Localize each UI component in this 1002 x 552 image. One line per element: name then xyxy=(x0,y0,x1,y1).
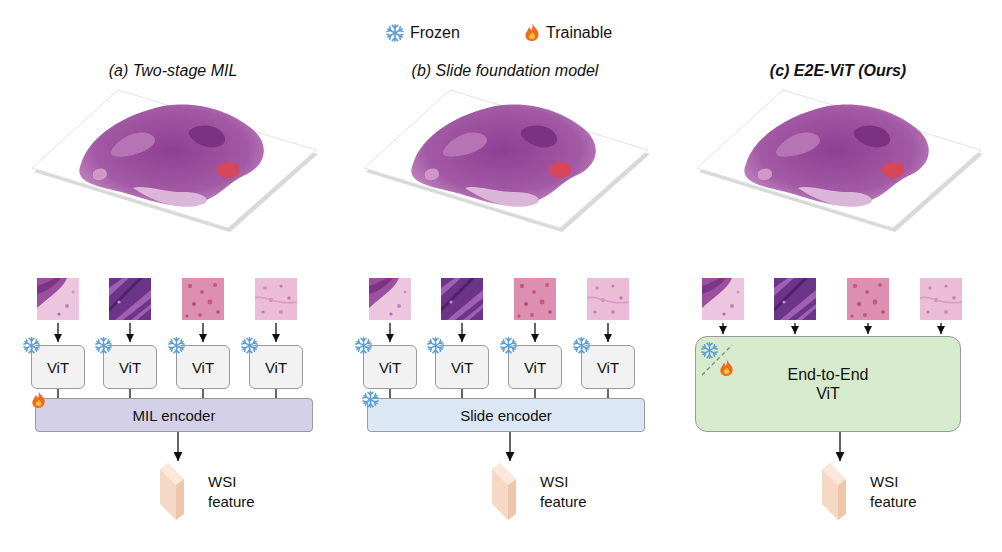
panel-title: (b) Slide foundation model xyxy=(412,62,599,80)
slide-encoder-box: Slide encoder xyxy=(367,398,645,432)
wsi-feature: WSI feature xyxy=(158,463,272,521)
patch-image xyxy=(774,278,816,320)
node-label: MIL encoder xyxy=(133,406,216,425)
frozen-icon xyxy=(701,342,718,359)
patch-image xyxy=(441,278,483,320)
legend-text: Frozen xyxy=(410,24,460,42)
vit-box: ViT xyxy=(249,345,303,389)
connector xyxy=(534,389,535,398)
node-label: ViT xyxy=(379,358,401,377)
patch-image xyxy=(847,278,889,320)
trainable-icon xyxy=(523,23,541,41)
node-label: Slide encoder xyxy=(460,406,552,425)
node-label: WSI feature xyxy=(540,472,604,512)
patch-image xyxy=(587,278,629,320)
node-label: ViT xyxy=(47,358,69,377)
patch-image xyxy=(182,278,224,320)
node-label: ViT xyxy=(192,358,214,377)
frozen-icon xyxy=(241,337,258,354)
frozen-icon xyxy=(168,337,185,354)
connector xyxy=(202,389,203,398)
frozen-icon xyxy=(362,391,379,408)
patch-image xyxy=(514,278,556,320)
connector xyxy=(57,389,58,398)
frozen-icon xyxy=(573,337,590,354)
legend-text: Trainable xyxy=(546,24,612,42)
frozen-icon xyxy=(23,337,40,354)
vit-box: ViT xyxy=(363,345,417,389)
node-label: WSI feature xyxy=(870,472,934,512)
mil-encoder-box: MIL encoder xyxy=(35,398,313,432)
frozen-icon xyxy=(355,337,372,354)
vit-box: ViT xyxy=(581,345,635,389)
connector xyxy=(509,432,510,461)
feature-icon xyxy=(158,463,186,521)
patch-image xyxy=(369,278,411,320)
wsi-feature: WSI feature xyxy=(820,463,934,521)
vit-box: ViT xyxy=(508,345,562,389)
node-label: WSI feature xyxy=(208,472,272,512)
panel-title: (a) Two-stage MIL xyxy=(109,62,238,80)
patch-image xyxy=(37,278,79,320)
node-label: End-to-End ViT xyxy=(778,365,878,403)
wsi-feature: WSI feature xyxy=(490,463,604,521)
slide-image xyxy=(697,90,983,232)
connector xyxy=(389,389,390,398)
node-label: ViT xyxy=(451,358,473,377)
node-label: ViT xyxy=(597,358,619,377)
connector xyxy=(839,432,840,461)
connector xyxy=(129,389,130,398)
patch-image xyxy=(702,278,744,320)
patch-image xyxy=(255,278,297,320)
divider-slash xyxy=(698,339,738,379)
vit-box: ViT xyxy=(435,345,489,389)
connector xyxy=(607,389,608,398)
node-label: ViT xyxy=(119,358,141,377)
frozen-icon xyxy=(427,337,444,354)
trainable-icon xyxy=(718,359,735,376)
vit-box: ViT xyxy=(103,345,157,389)
trainable-icon xyxy=(30,391,47,408)
frozen-icon xyxy=(95,337,112,354)
frozen-icon xyxy=(386,24,404,42)
connector xyxy=(461,389,462,398)
connector xyxy=(275,389,276,398)
node-label: ViT xyxy=(524,358,546,377)
node-label: ViT xyxy=(265,358,287,377)
panel-title: (c) E2E-ViT (Ours) xyxy=(770,62,906,80)
slide-image xyxy=(364,90,650,232)
vit-box: ViT xyxy=(31,345,85,389)
patch-image xyxy=(920,278,962,320)
slide-image xyxy=(32,90,318,232)
feature-icon xyxy=(820,463,848,521)
vit-box: ViT xyxy=(176,345,230,389)
frozen-icon xyxy=(500,337,517,354)
patch-image xyxy=(109,278,151,320)
e2e-vit-box: End-to-End ViT xyxy=(695,336,961,432)
feature-icon xyxy=(490,463,518,521)
connector xyxy=(177,432,178,461)
